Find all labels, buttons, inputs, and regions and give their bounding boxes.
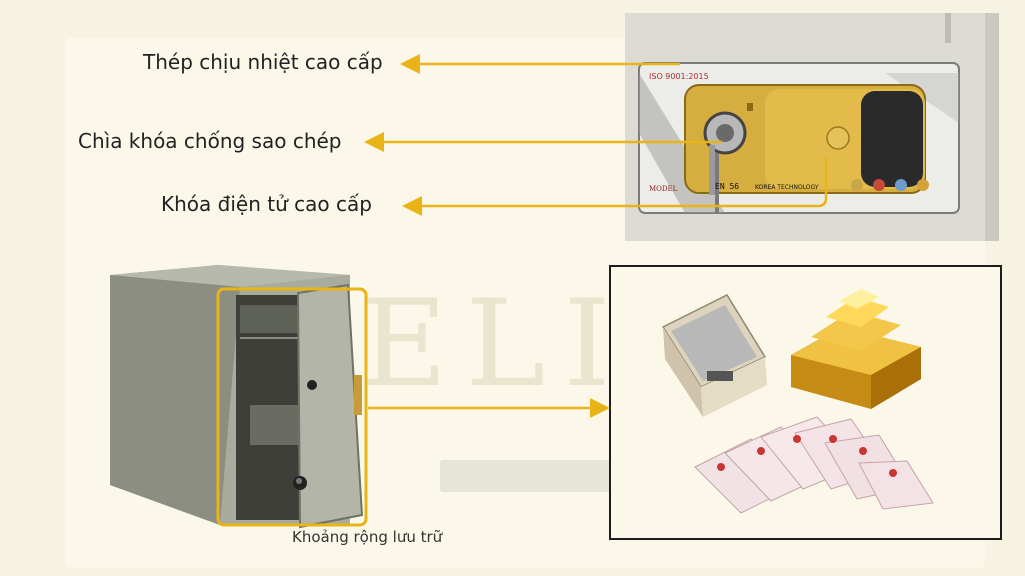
storage-space-caption: Khoảng rộng lưu trữ	[292, 528, 443, 546]
feature-heat-steel-label: Thép chịu nhiệt cao cấp	[143, 50, 383, 74]
model-text: MODEL	[649, 185, 678, 193]
code-text: EN 56	[715, 182, 739, 191]
korea-text: KOREA TECHNOLOGY	[755, 184, 819, 191]
feature-anti-copy-key-label: Chìa khóa chống sao chép	[78, 129, 342, 153]
certificates-image	[694, 416, 934, 514]
iso-text: ISO 9001:2015	[649, 72, 709, 81]
feature-electronic-lock-label: Khóa điện tử cao cấp	[161, 192, 372, 216]
document-box-image	[661, 294, 767, 417]
storage-contents-box	[609, 265, 1002, 540]
safe-photo	[100, 255, 390, 530]
gold-bars-image	[791, 289, 921, 409]
lock-closeup-photo: ISO 9001:2015 MODEL EN 56 KOREA TECHNOLO…	[625, 13, 999, 241]
